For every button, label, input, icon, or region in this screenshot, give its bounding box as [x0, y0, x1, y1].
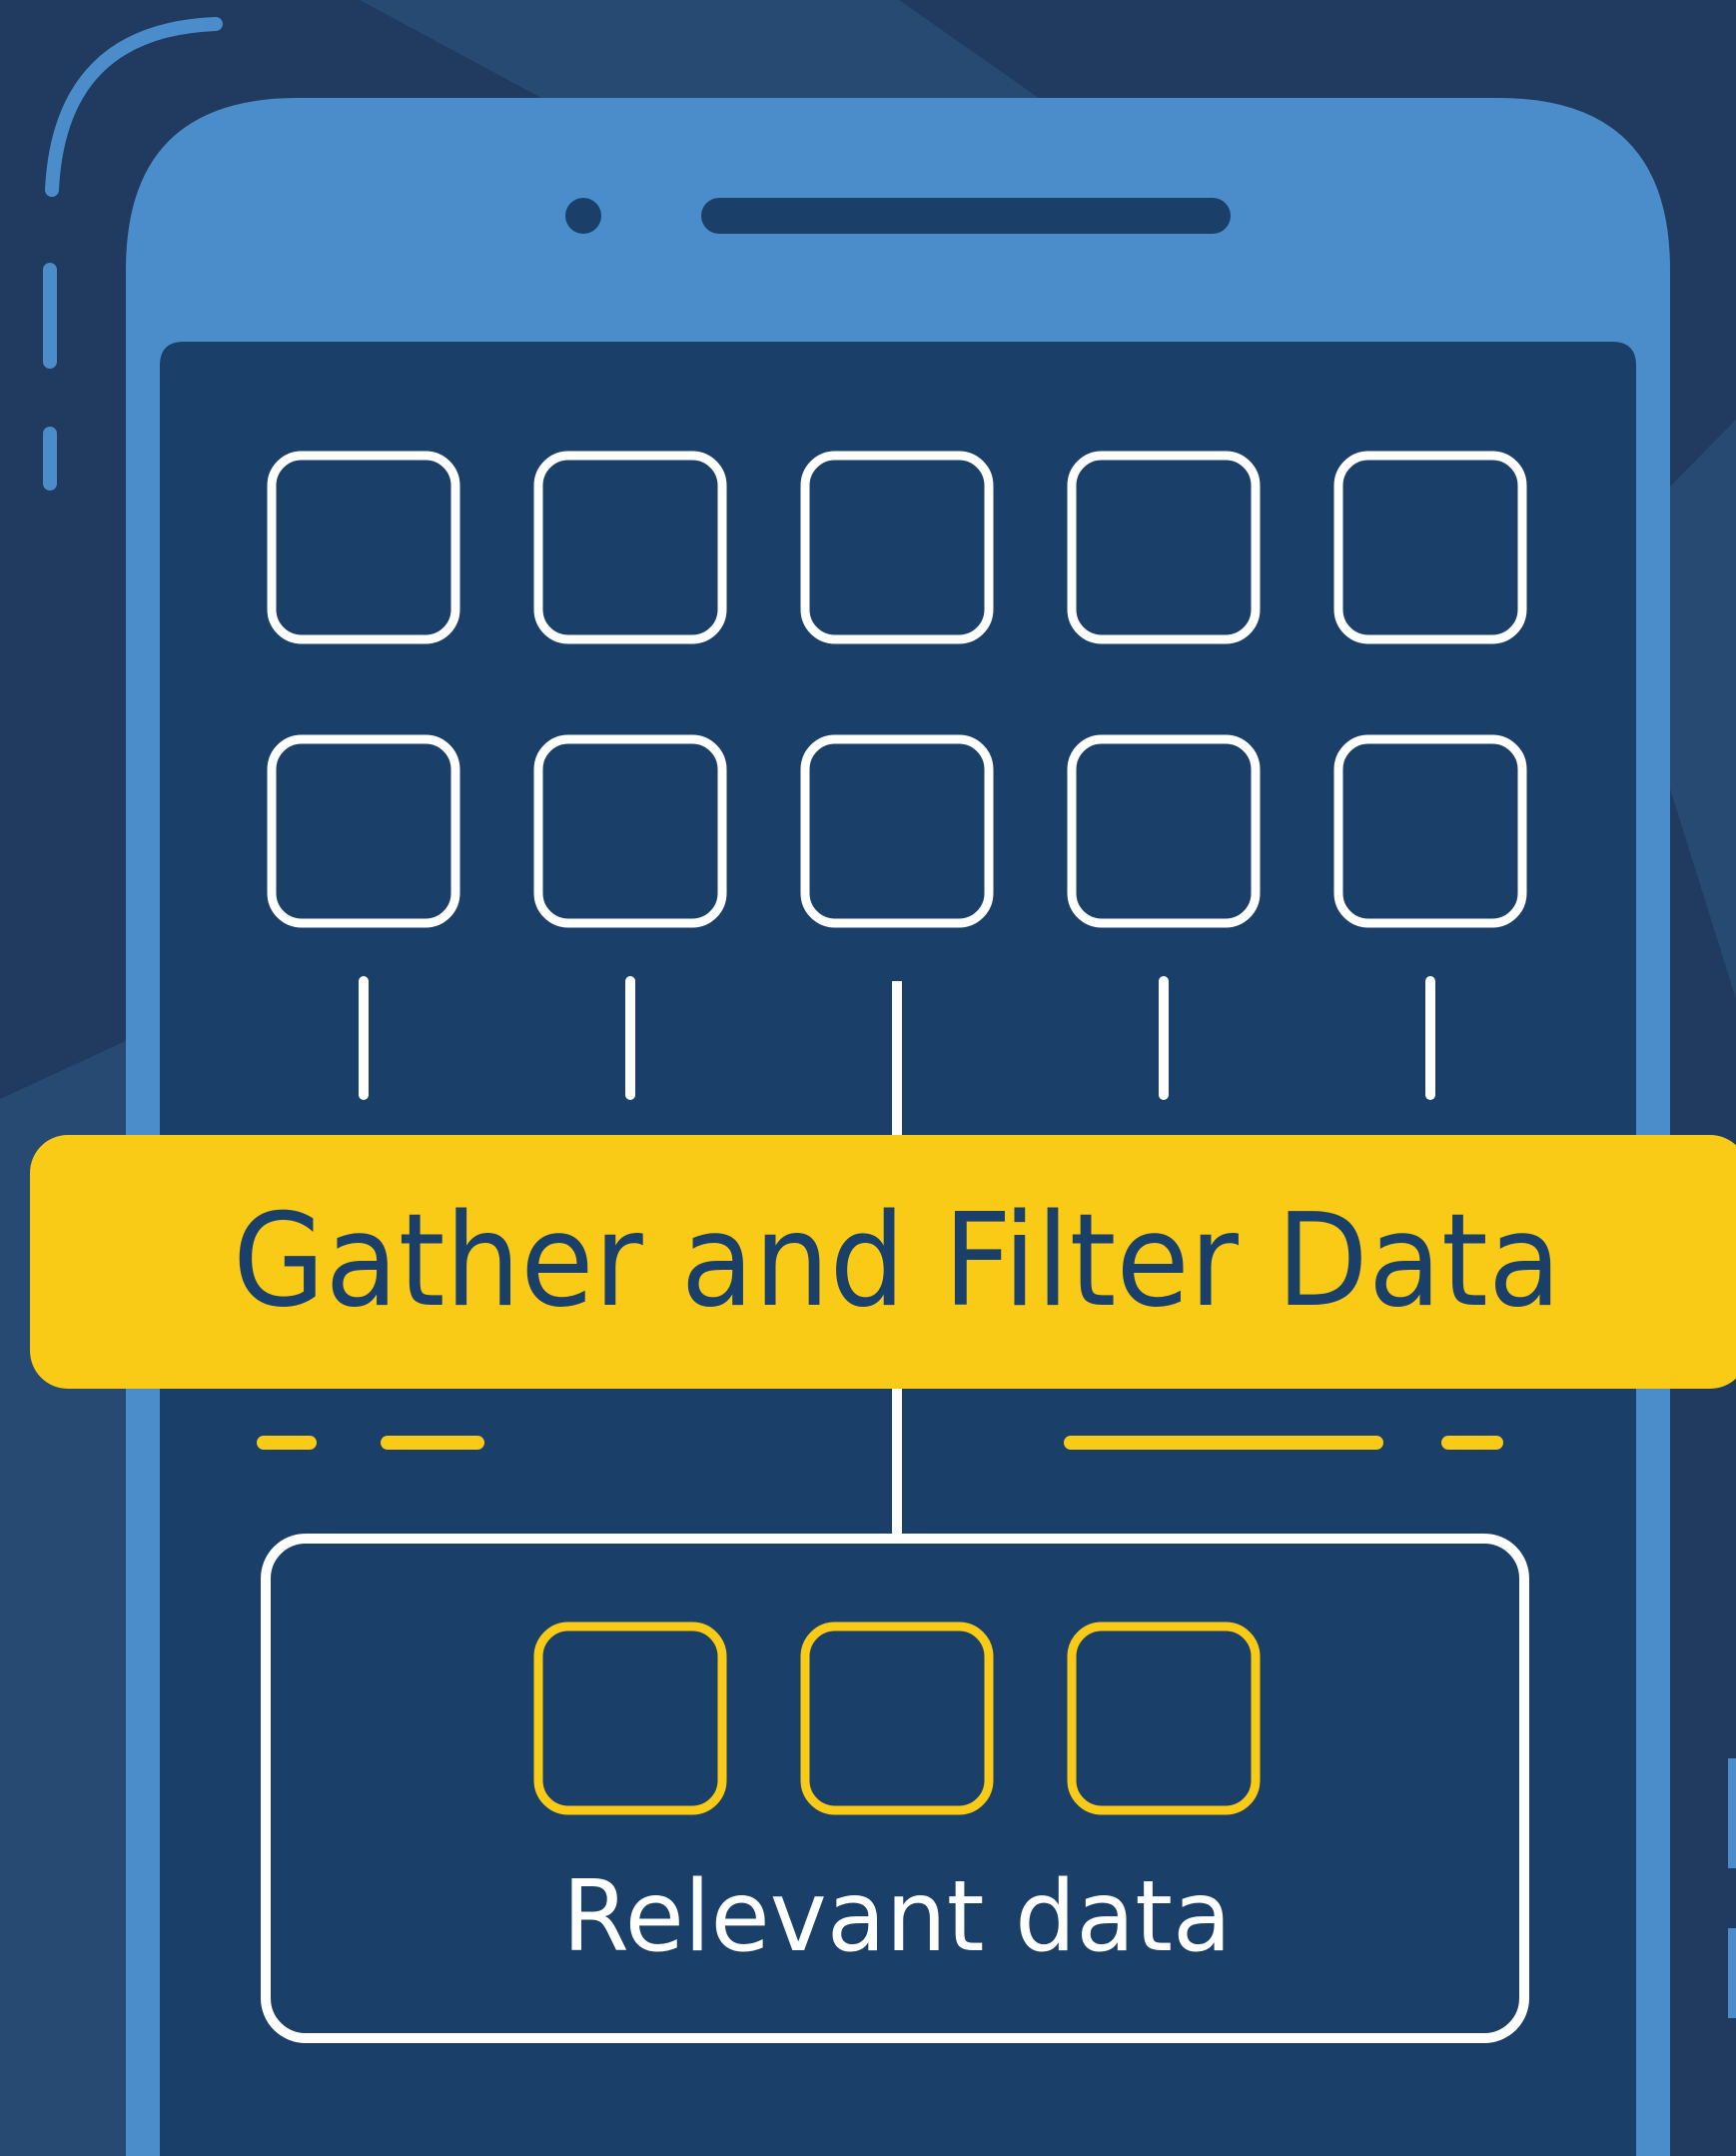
input-data-item	[1067, 451, 1261, 644]
decorative-dashed-arc	[43, 17, 223, 491]
input-data-item	[267, 451, 460, 644]
relevant-data-item	[533, 1621, 727, 1815]
input-data-item	[533, 734, 727, 928]
relevant-data-label: Relevant data	[562, 1860, 1232, 1974]
phone-camera	[565, 198, 601, 234]
phone-speaker	[701, 198, 1231, 234]
input-data-item	[267, 734, 460, 928]
relevant-data-box	[261, 1534, 1529, 2043]
relevant-data-item	[1067, 1621, 1261, 1815]
relevant-data-items	[533, 1621, 1261, 1815]
input-data-item	[533, 451, 727, 644]
input-data-grid	[267, 451, 1527, 928]
input-data-item	[800, 734, 994, 928]
input-data-item	[800, 451, 994, 644]
right-edge-accent	[1728, 1758, 1736, 1868]
relevant-data-item	[800, 1621, 994, 1815]
banner-label: Gather and Filter Data	[233, 1187, 1561, 1336]
input-data-item	[1067, 734, 1261, 928]
connector-lines	[359, 976, 1435, 1135]
input-data-item	[1333, 451, 1527, 644]
input-data-item	[1333, 734, 1527, 928]
filter-banner	[30, 1135, 1736, 1389]
right-edge-accent	[1728, 1928, 1736, 2018]
